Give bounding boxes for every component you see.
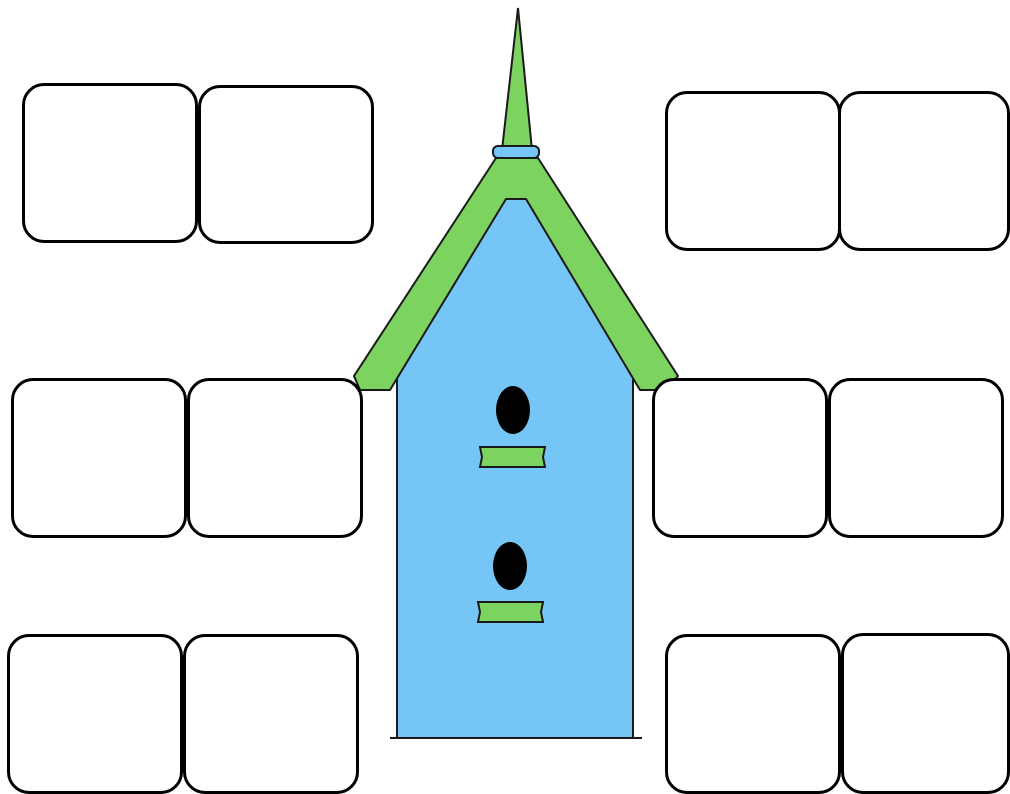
box-bottom-left-2[interactable]: [183, 634, 359, 794]
box-top-left-1[interactable]: [22, 83, 198, 243]
box-middle-right-1[interactable]: [652, 378, 828, 538]
box-top-left-2[interactable]: [198, 85, 374, 244]
box-bottom-left-1[interactable]: [7, 634, 183, 794]
box-top-right-2[interactable]: [838, 91, 1010, 251]
lower-perch: [478, 602, 543, 622]
box-bottom-right-1[interactable]: [665, 634, 841, 794]
upper-entrance-hole: [496, 386, 530, 434]
box-bottom-right-2[interactable]: [841, 633, 1010, 794]
box-top-right-1[interactable]: [665, 91, 841, 251]
upper-perch: [480, 447, 545, 467]
box-middle-left-2[interactable]: [187, 378, 363, 538]
spire: [502, 8, 532, 150]
box-middle-left-1[interactable]: [11, 378, 187, 538]
box-middle-right-2[interactable]: [828, 378, 1004, 538]
lower-entrance-hole: [493, 542, 527, 590]
spire-collar: [493, 146, 539, 158]
